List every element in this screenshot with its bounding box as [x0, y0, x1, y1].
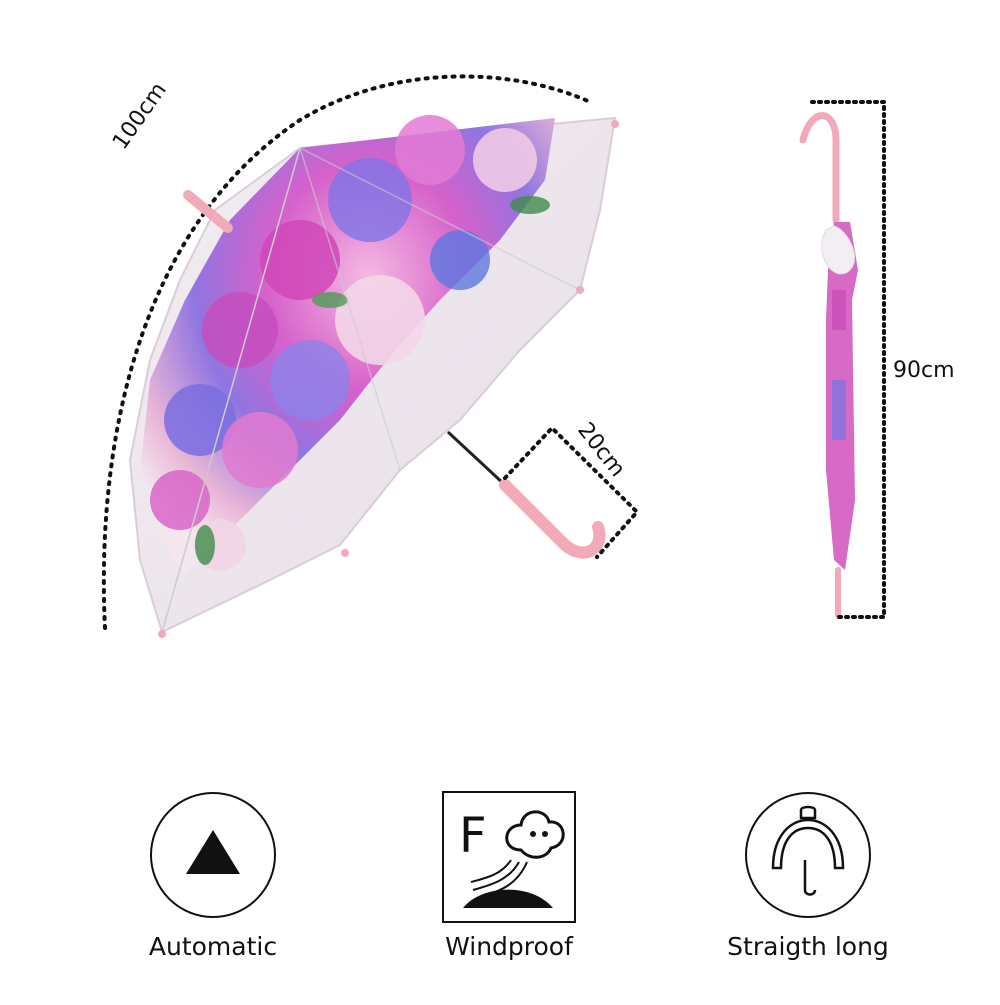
feature-straight-long: Straigth long: [688, 780, 928, 990]
feature-label-windproof: Windproof: [445, 932, 573, 961]
automatic-triangle-icon: [150, 792, 276, 918]
canopy-arc-dimension-line: [101, 74, 592, 630]
straight-long-handle-icon: [745, 792, 871, 918]
handle-dimension-line: [503, 425, 640, 559]
closed-length-dimension-line: [810, 100, 886, 619]
closed-umbrella: [799, 112, 858, 618]
feature-windproof: F Windproof: [389, 780, 629, 990]
windproof-icon: F: [442, 791, 576, 923]
feature-label-straight-long: Straigth long: [727, 932, 889, 961]
closed-length-label: 90cm: [893, 358, 955, 383]
svg-text:F: F: [459, 808, 487, 864]
feature-automatic: Automatic: [93, 780, 333, 990]
feature-label-automatic: Automatic: [148, 932, 278, 961]
open-umbrella: [128, 115, 619, 638]
